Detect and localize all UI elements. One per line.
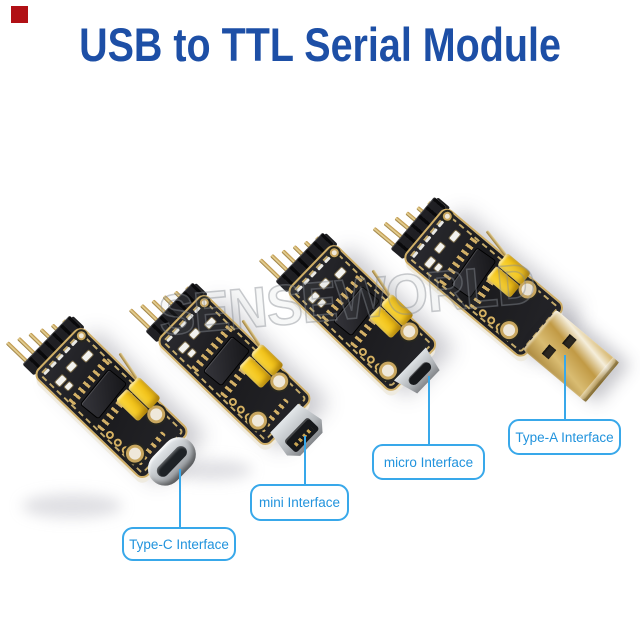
- silkscreen-mark: [437, 220, 445, 228]
- silkscreen-mark: [166, 335, 174, 343]
- silkscreen-mark: [179, 320, 187, 328]
- mounting-hole: [496, 317, 522, 343]
- silkscreen-mark: [303, 277, 311, 286]
- jumper-pin: [241, 319, 261, 346]
- silkscreen-mark: [50, 360, 58, 369]
- reflection-smudge: [22, 494, 122, 518]
- smd-component: [434, 242, 445, 254]
- smd-component: [81, 350, 93, 362]
- smd-component: [434, 263, 443, 272]
- corner-marker: [11, 6, 28, 23]
- silkscreen-mark: [323, 256, 331, 264]
- silkscreen-mark: [173, 327, 181, 336]
- smd-component: [64, 381, 73, 391]
- jumper-pin: [485, 230, 507, 256]
- jumper-pin: [371, 269, 391, 296]
- silkscreen-mark: [70, 339, 78, 347]
- usb-port-opening: [154, 443, 190, 480]
- page-title: USB to TTL Serial Module: [79, 18, 561, 71]
- leader-line-type-a: [564, 355, 566, 419]
- silkscreen-mark: [193, 306, 201, 314]
- smd-component: [334, 267, 346, 279]
- usb-port-opening: [284, 417, 320, 453]
- silkscreen-mark: [43, 368, 51, 376]
- silkscreen-mark: [56, 353, 64, 361]
- usb-plug-hole: [541, 344, 557, 360]
- smd-component: [187, 348, 196, 358]
- callout-type-c-interface: Type-C Interface: [122, 527, 236, 561]
- jumper-pin: [118, 352, 138, 379]
- leader-line-type-c: [179, 469, 181, 527]
- smd-component: [449, 230, 461, 242]
- silkscreen-mark: [424, 235, 432, 243]
- callout-type-a-interface: Type-A Interface: [508, 419, 621, 455]
- leader-line-micro: [428, 376, 430, 444]
- silkscreen-mark: [309, 270, 317, 278]
- leader-line-mini: [304, 436, 306, 484]
- smd-component: [319, 278, 330, 289]
- usb-plug-hole: [562, 334, 577, 350]
- gold-pad: [477, 307, 489, 319]
- mounting-hole: [245, 407, 271, 434]
- mounting-hole: [122, 440, 148, 467]
- smd-component: [204, 317, 216, 329]
- smd-component: [189, 328, 200, 339]
- silkscreen-mark: [411, 250, 419, 259]
- callout-micro-interface: micro Interface: [372, 444, 485, 480]
- gold-pad: [485, 314, 497, 326]
- smd-component: [317, 298, 326, 308]
- smd-component: [424, 256, 436, 269]
- silkscreen-mark: [296, 285, 304, 293]
- callout-mini-interface: mini Interface: [250, 484, 349, 521]
- silkscreen-mark: [63, 346, 71, 354]
- silkscreen-mark: [186, 313, 194, 321]
- smd-component: [66, 361, 77, 372]
- silkscreen-mark: [431, 227, 438, 236]
- silkscreen-mark: [316, 263, 324, 271]
- silkscreen-mark: [418, 243, 426, 251]
